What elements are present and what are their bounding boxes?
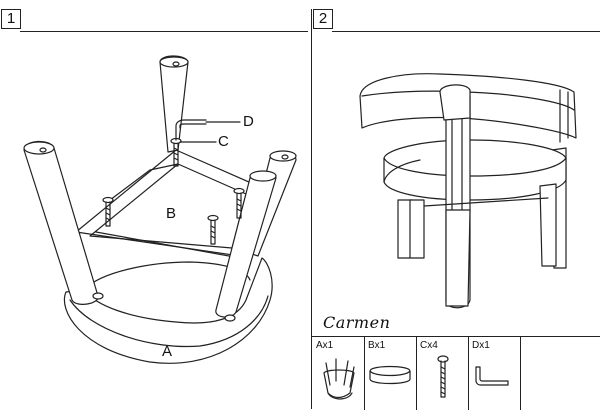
bolt-c-4 bbox=[207, 214, 219, 245]
parts-list: Ax1 Bx1 Cx4 Dx1 bbox=[312, 336, 600, 410]
brand-name: Carmen bbox=[323, 313, 391, 332]
chair-front-leg-left bbox=[409, 199, 425, 259]
callout-c: C bbox=[218, 133, 229, 150]
step-1-illustration bbox=[23, 55, 297, 364]
bolt-c-2 bbox=[102, 196, 114, 227]
chair-seat-cushion bbox=[383, 139, 567, 201]
callout-d: D bbox=[243, 113, 254, 130]
part-c-label: Cx4 bbox=[420, 340, 438, 351]
part-c: Cx4 bbox=[416, 337, 469, 410]
step-2-rule bbox=[332, 31, 600, 32]
part-d: Dx1 bbox=[468, 337, 521, 410]
part-d-label: Dx1 bbox=[472, 340, 490, 351]
bolt-c-3 bbox=[233, 187, 245, 219]
allen-key-d bbox=[175, 119, 207, 141]
bolt-icon bbox=[437, 355, 449, 398]
chair-front-leg-right bbox=[445, 209, 471, 307]
part-a: Ax1 bbox=[312, 337, 365, 410]
chair-seat-shell bbox=[63, 257, 273, 364]
part-a-label: Ax1 bbox=[316, 340, 334, 351]
allen-key-icon bbox=[475, 366, 509, 386]
part-b: Bx1 bbox=[364, 337, 417, 410]
step-1-number: 1 bbox=[1, 9, 21, 29]
callout-b: B bbox=[166, 205, 177, 222]
step-2-number: 2 bbox=[313, 9, 333, 29]
callout-a: A bbox=[162, 343, 173, 360]
part-b-label: Bx1 bbox=[368, 340, 386, 351]
seat-cushion-icon bbox=[369, 365, 411, 385]
step-divider bbox=[311, 9, 312, 409]
step-1-rule bbox=[20, 31, 308, 32]
chair-frame-upside-down-icon bbox=[323, 358, 355, 400]
